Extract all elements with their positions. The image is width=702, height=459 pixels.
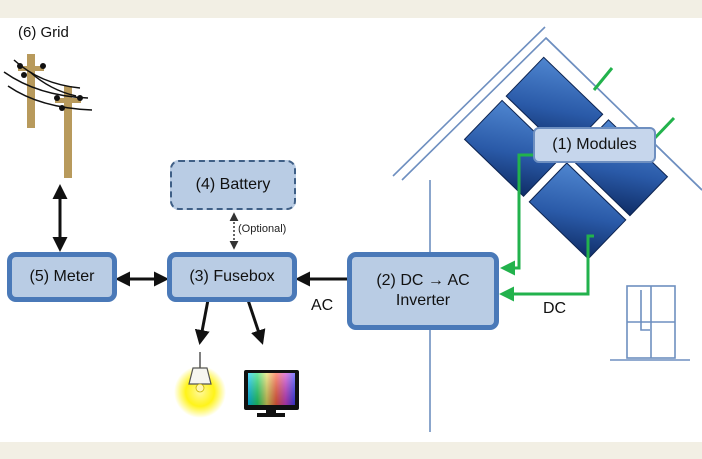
battery-label: (4) Battery	[195, 176, 271, 193]
fusebox-box: (3) Fusebox	[167, 252, 297, 302]
dc-label: DC	[543, 300, 567, 317]
grid-label: (6) Grid	[18, 24, 69, 41]
utility-pole-icon	[3, 54, 93, 178]
monitor-icon	[244, 370, 299, 417]
meter-box: (5) Meter	[7, 252, 117, 302]
inverter-label-line2: Inverter	[395, 292, 451, 309]
modules-box: (1) Modules	[533, 127, 656, 163]
connection-arrows	[52, 184, 347, 345]
optional-label: (Optional)	[238, 223, 287, 235]
modules-label: (1) Modules	[552, 136, 637, 153]
inverter-box: (2) DC → AC Inverter	[347, 252, 499, 330]
ac-label: AC	[311, 297, 334, 314]
inverter-label-line1: (2) DC → AC	[376, 272, 470, 289]
battery-box: (4) Battery	[170, 160, 296, 210]
fusebox-label: (3) Fusebox	[189, 268, 275, 285]
ceiling-lamp-icon	[174, 352, 226, 418]
meter-label: (5) Meter	[29, 268, 95, 285]
